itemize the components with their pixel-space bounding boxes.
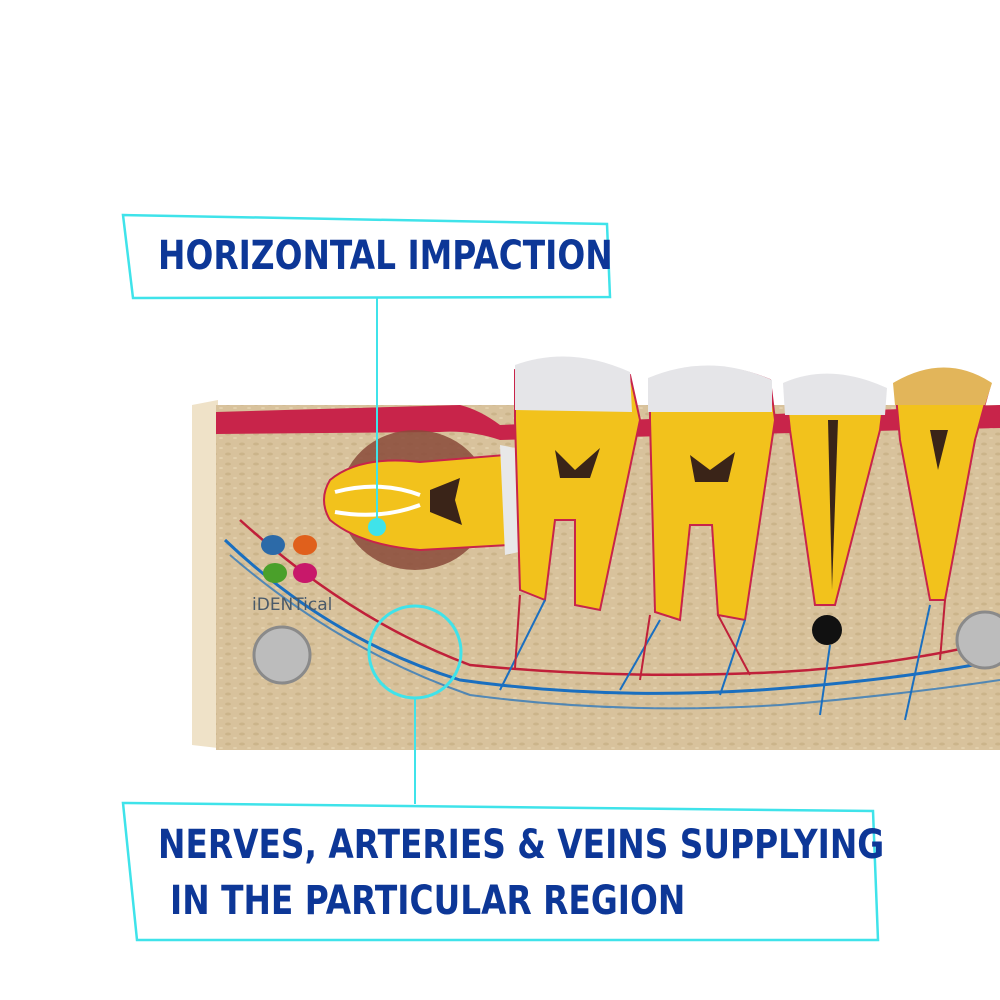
leader-dot <box>368 518 386 536</box>
identical-logo: iDENTical <box>252 535 332 615</box>
callout-bottom-line2: IN THE PARTICULAR REGION <box>170 878 686 924</box>
logo-text: iDENTical <box>252 595 332 615</box>
magnet-left <box>252 625 312 685</box>
nerve-canal <box>223 538 1000 695</box>
premolar-2 <box>893 367 992 601</box>
artery <box>239 519 1000 677</box>
callout-top-text: HORIZONTAL IMPACTION <box>158 233 613 279</box>
callout-box-bottom <box>121 801 880 942</box>
nerve-branches <box>499 599 931 721</box>
magnet-right <box>955 610 1000 670</box>
artery-branches <box>514 594 946 681</box>
callout-bottom-line1: NERVES, ARTERIES & VEINS SUPPLYING <box>158 822 885 868</box>
model-side-face <box>192 400 218 748</box>
callout-box-top <box>121 213 612 300</box>
premolar-1 <box>783 373 887 645</box>
molar-2 <box>648 365 777 622</box>
vein <box>229 554 1000 710</box>
molar-1 <box>514 356 642 612</box>
